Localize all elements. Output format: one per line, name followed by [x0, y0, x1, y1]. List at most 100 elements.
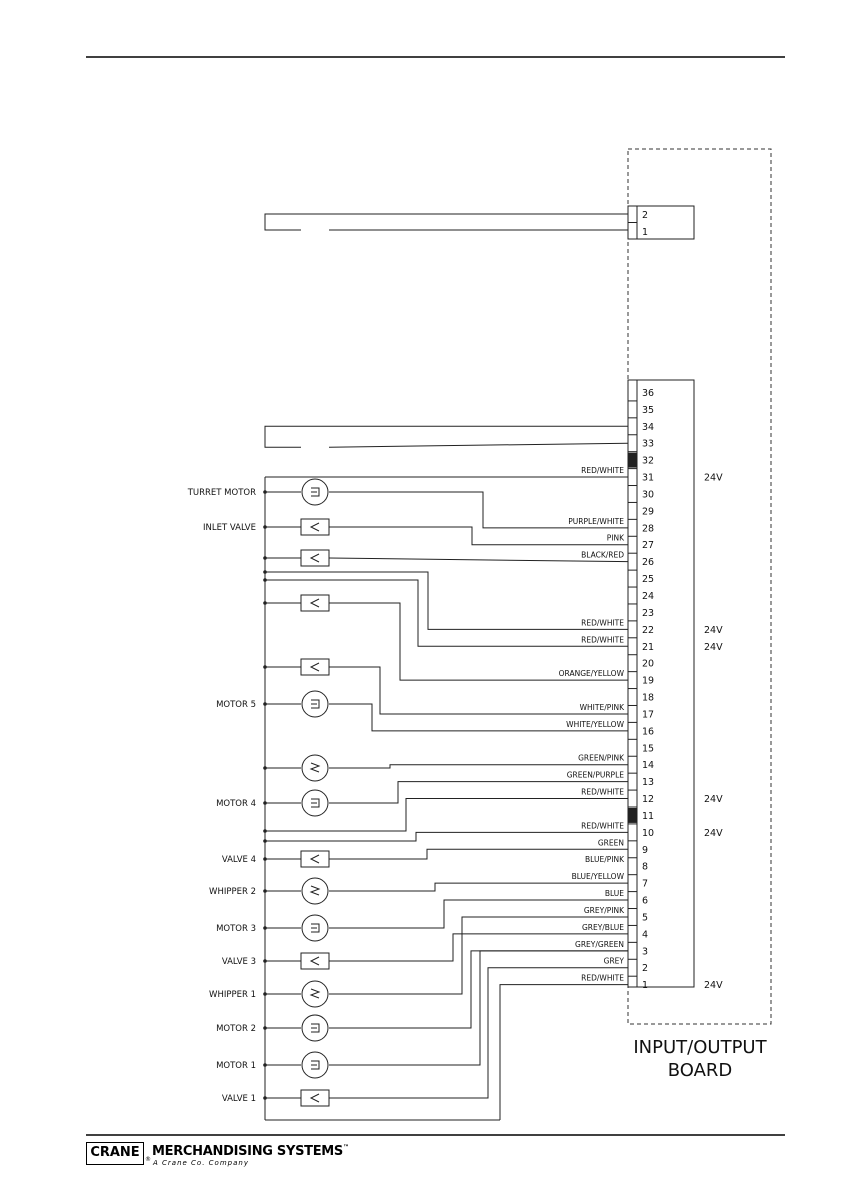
pin-label: 8: [642, 862, 648, 873]
component-label: MOTOR 3: [216, 924, 256, 934]
logo-subtitle: A Crane Co. Company: [153, 1159, 249, 1167]
pin-label: 3: [642, 946, 648, 957]
component-wire: [329, 916, 628, 995]
bus-junction: [263, 1026, 267, 1030]
pin-label: 15: [642, 743, 654, 754]
wire-colour-label: RED/WHITE: [581, 466, 624, 475]
bus-junction: [263, 578, 267, 582]
component-label: WHIPPER 1: [209, 990, 256, 1000]
wire-colour-label: RED/WHITE: [581, 618, 624, 627]
component-wire: [328, 557, 629, 563]
motor-glyph: [311, 1023, 320, 1033]
component-wire: [329, 967, 628, 1099]
valve-arrow: [309, 854, 320, 864]
motor-glyph: [311, 487, 320, 497]
logo-registered-mark: ®: [145, 1156, 151, 1163]
component-label: TURRET MOTOR: [187, 488, 256, 498]
pin-label: 12: [642, 794, 654, 805]
wire-colour-label: WHITE/PINK: [580, 703, 625, 712]
component-label: VALVE 4: [222, 855, 256, 865]
bus-junction: [263, 889, 267, 893]
component-wire: [329, 666, 628, 715]
blocked-pin: [628, 808, 637, 823]
pin-label: 4: [642, 929, 648, 940]
bus-junction: [263, 556, 267, 560]
upper-connector: 2 1: [627, 205, 695, 240]
logo-box: CRANE: [86, 1142, 144, 1165]
pin34-loop: [264, 425, 628, 448]
valve-arrow: [309, 662, 320, 672]
pin33-wire: [328, 442, 629, 448]
pin-label: 17: [642, 709, 654, 720]
pin-label: 35: [642, 405, 654, 416]
wire-colour-label: RED/WHITE: [581, 635, 624, 644]
upper-connector-body: [627, 205, 695, 240]
pin-label: 33: [642, 439, 654, 450]
wiring: 24V24V24V24V24V24VRED/WHITEPURPLE/WHITEP…: [264, 213, 723, 1121]
bus-junction: [263, 839, 267, 843]
component-label: WHIPPER 2: [209, 887, 256, 897]
pin-label: 18: [642, 693, 654, 704]
wire-colour-label: GREY/PINK: [584, 906, 625, 915]
component-label: MOTOR 1: [216, 1061, 256, 1071]
pin-label: 31: [642, 473, 654, 484]
component-wire: [329, 491, 628, 529]
valve-arrow: [309, 522, 320, 532]
bus-junction: [263, 665, 267, 669]
wire-colour-label: GREY/BLUE: [582, 923, 624, 932]
whipper-glyph: [309, 885, 321, 896]
supply-wire: [499, 984, 628, 1120]
component-label: VALVE 1: [222, 1094, 256, 1104]
wire-colour-label: GREY/GREEN: [575, 940, 624, 949]
voltage-label: 24V: [704, 625, 723, 636]
wire-colour-label: PURPLE/WHITE: [568, 517, 624, 526]
valve-arrow: [309, 553, 320, 563]
pin-label: 36: [642, 388, 654, 399]
component-wire: [329, 950, 628, 1066]
component-label: INLET VALVE: [203, 523, 256, 533]
pin-label: 9: [642, 845, 648, 856]
bus-junction: [263, 766, 267, 770]
component-wire: [329, 526, 628, 546]
upper-pin-label: 1: [642, 227, 648, 238]
voltage-label: 24V: [704, 980, 723, 991]
whipper-glyph: [309, 762, 321, 773]
pin-label: 25: [642, 574, 654, 585]
upper-motor-loop: [264, 213, 628, 231]
pin-label: 27: [642, 540, 654, 551]
wire-colour-label: GREY: [604, 957, 625, 966]
supply-wire: [265, 831, 628, 842]
component-wire: [329, 950, 628, 1029]
pin-label: 28: [642, 523, 654, 534]
bus-junction: [263, 525, 267, 529]
main-connector: 3635343332313029282726252423222120191817…: [627, 379, 695, 991]
motor-glyph: [311, 699, 320, 709]
pin-label: 30: [642, 489, 654, 500]
blocked-pin: [628, 452, 637, 468]
pin-label: 34: [642, 422, 654, 433]
motor-glyph: [311, 1060, 320, 1070]
pin-label: 19: [642, 676, 654, 687]
bus-junction: [263, 992, 267, 996]
board-title-line2: BOARD: [668, 1060, 733, 1081]
pin-label: 24: [642, 591, 654, 602]
valve-symbol: [300, 658, 330, 676]
component-label: VALVE 3: [222, 957, 256, 967]
main-connector-body: [627, 379, 695, 988]
wire-colour-label: GREEN/PINK: [578, 754, 625, 763]
logo-text: MERCHANDISING SYSTEMS™: [152, 1144, 349, 1159]
wire-colour-label: BLUE/PINK: [585, 855, 625, 864]
pin-label: 14: [642, 760, 654, 771]
pin-label: 23: [642, 608, 654, 619]
wire-colour-label: BLUE: [605, 889, 624, 898]
component-wire: [329, 848, 628, 860]
bus-junction: [263, 926, 267, 930]
logo-trademark: ™: [342, 1144, 349, 1151]
board-title-line1: INPUT/OUTPUT: [633, 1037, 767, 1058]
component-label: MOTOR 2: [216, 1024, 256, 1034]
valve-symbol: [300, 1089, 330, 1107]
motor-glyph: [311, 923, 320, 933]
wire-colour-label: BLUE/YELLOW: [572, 872, 625, 881]
wire-colour-label: RED/WHITE: [581, 974, 624, 983]
